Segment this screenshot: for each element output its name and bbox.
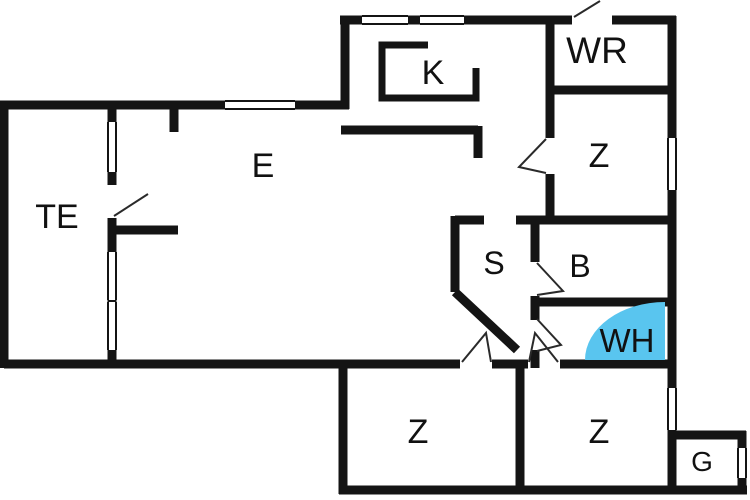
kitchen-counter <box>378 41 480 102</box>
wh-door-swing-highlight <box>585 302 665 360</box>
wh-door-leaf <box>536 318 563 352</box>
room-label-b: B <box>569 248 590 284</box>
z-upper-door-leaf <box>517 138 547 174</box>
window-glass-line <box>107 15 747 478</box>
room-label-k: K <box>422 54 445 92</box>
door-leaves <box>113 0 601 363</box>
room-label-z-bottom-right: Z <box>589 413 610 451</box>
wh-door-swing-group <box>585 302 665 360</box>
b-door-leaf <box>536 262 566 296</box>
entrance-door-leaf <box>573 0 601 18</box>
door-openings <box>105 13 612 218</box>
room-label-e: E <box>252 147 275 185</box>
room-label-z-bottom-left: Z <box>408 413 429 451</box>
room-label-te: TE <box>35 198 78 236</box>
room-label-z-upper-right: Z <box>589 137 610 175</box>
window-glass-lines <box>107 15 747 478</box>
room-label-wr: WR <box>566 30 628 71</box>
room-labels: TE E K WR Z S B WH Z Z G <box>35 30 713 477</box>
z-bottom-left-door-leaf <box>461 330 492 363</box>
room-label-g: G <box>691 446 713 477</box>
interior-walls <box>112 16 676 494</box>
entrance-door-opening <box>572 13 612 27</box>
z-bottom-right-door-leaf <box>528 330 559 363</box>
terrace-door-leaf <box>113 193 149 217</box>
terrace-door-opening <box>105 185 119 218</box>
room-label-wh: WH <box>600 322 655 359</box>
room-label-s: S <box>483 245 504 281</box>
